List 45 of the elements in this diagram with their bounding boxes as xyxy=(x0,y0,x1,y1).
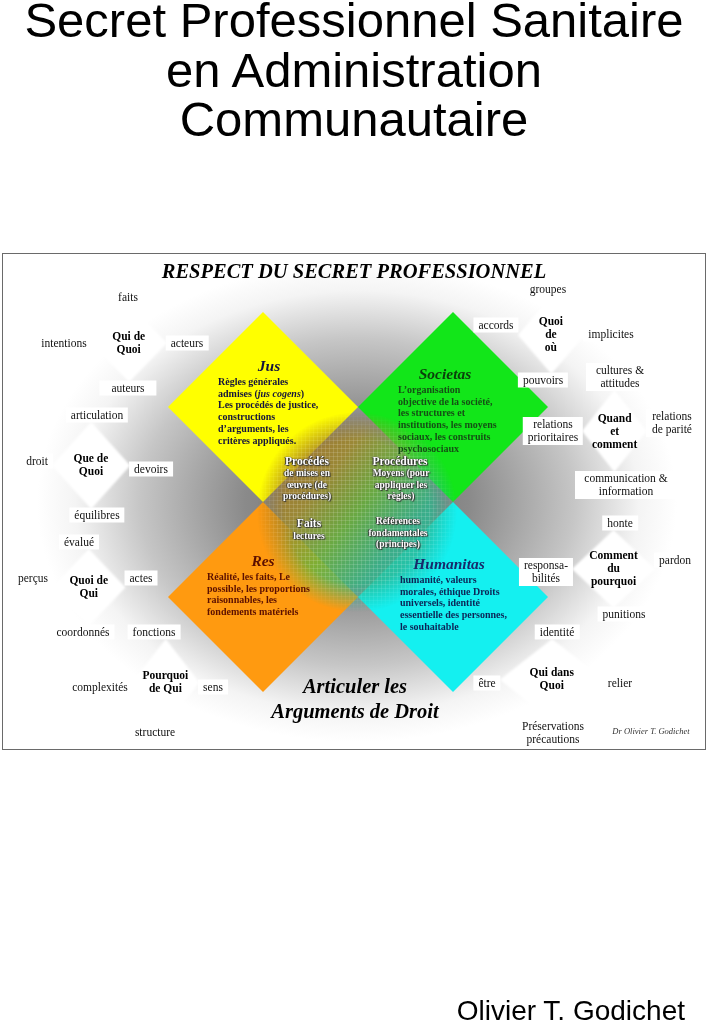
diamond xyxy=(581,389,648,473)
panel-subheading: Articuler les Arguments de Droit xyxy=(269,674,440,724)
diamond-heading: Jus xyxy=(257,357,281,374)
circle-text: lectures xyxy=(293,531,325,543)
circle-heading: Procédés xyxy=(285,455,329,467)
diamond-text: humanité, valeurs morales, éthique Droits universels, identité essentielle des personnes, le souhaitable xyxy=(400,574,508,633)
circle-heading: Procédures xyxy=(372,455,428,467)
diamond-label: Quoi de où xyxy=(538,315,564,354)
corner-label: équilibres xyxy=(69,507,125,523)
signature: Dr Olivier T. Godichet xyxy=(612,726,690,736)
corner-label: actes xyxy=(124,570,158,586)
author-name: Olivier T. Godichet xyxy=(456,996,685,1024)
corner-label: relations prioritaires xyxy=(522,417,584,445)
corner-label: être xyxy=(473,675,501,691)
diamond-label: Pourquoi de Qui xyxy=(141,669,190,695)
diamond-label: Qui dans Quoi xyxy=(528,666,575,693)
diamond-label: Quoi de Qui xyxy=(68,574,110,600)
circle-text: de mises en œuvre (de procédures) xyxy=(281,468,333,503)
diamond-label: Quand et comment xyxy=(591,411,638,451)
corner-label: pouvoirs xyxy=(517,372,569,388)
page-title: Secret Professionnel Sanitaire en Administration Communautaire xyxy=(23,0,685,145)
diamond-heading: Societas xyxy=(418,365,472,382)
corner-label: auteurs xyxy=(99,380,157,396)
corner-label: évalué xyxy=(59,534,99,550)
corner-label: articulation xyxy=(65,407,129,423)
diamond-label: Que de Quoi xyxy=(72,452,110,478)
diamond-text: Réalité, les faits, Le possible, les proportions raisonnables, les fondements matériels xyxy=(207,571,311,618)
corner-label: responsa- bilités xyxy=(518,558,574,586)
circle-text: Moyens (pour appliquer les règles) xyxy=(371,468,431,503)
corner-label: accords xyxy=(473,317,519,333)
diamond-label: Comment du pourquoi xyxy=(589,549,638,588)
diamond-heading: Res xyxy=(251,552,275,569)
corner-label: fonctions xyxy=(127,624,181,640)
corner-label: honte xyxy=(602,515,638,531)
diamond-text: L’organisation objective de la société, les structures et institutions, les moyens sociaux, les construits psychosociaux xyxy=(398,384,498,455)
corner-label: identité xyxy=(534,624,580,640)
panel-heading: RESPECT DU SECRET PROFESSIONNEL xyxy=(161,259,547,283)
corner-label: sens xyxy=(198,679,228,695)
corner-label: acteurs xyxy=(165,335,209,351)
diamond-label: Qui de Quoi xyxy=(111,329,147,356)
diamond-heading: Humanitas xyxy=(413,555,485,572)
circle-heading: Faits xyxy=(296,517,322,529)
diamond-text: Règles générales admises (jus cogens) Les procédés de justice, constructions d’arguments, les critères appliqués. xyxy=(218,376,320,447)
circle-text: Références fondamentales (principes) xyxy=(368,516,428,551)
corner-label: devoirs xyxy=(129,461,173,477)
